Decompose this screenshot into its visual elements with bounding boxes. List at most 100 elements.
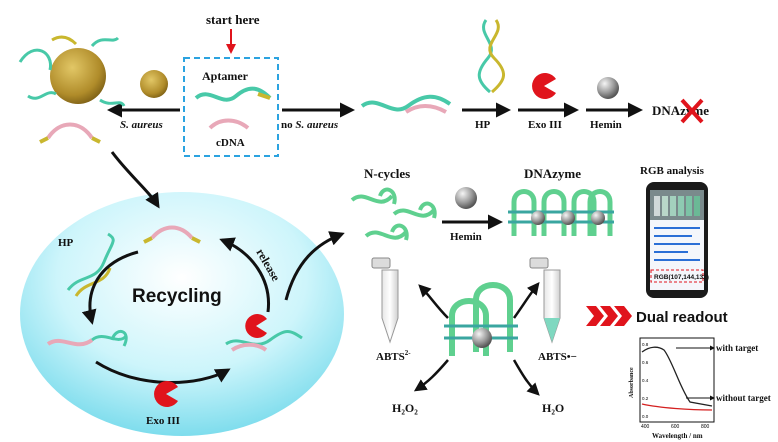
- released-cdna-ends: [39, 136, 101, 144]
- released-cdna: [46, 122, 94, 140]
- spectrum-y-tick: 0.6: [642, 360, 649, 365]
- exo-cycle-label: Exo III: [146, 415, 180, 427]
- g-quadruplex-hemin: [472, 328, 492, 348]
- cycle-duplex-b: [91, 334, 128, 342]
- exo-top-label: Exo III: [528, 119, 562, 131]
- hp-top-label: HP: [475, 119, 491, 131]
- dual-readout-arrows: [586, 306, 632, 326]
- spectrum-y-tick: 0.0: [642, 414, 649, 419]
- n-cycles-label: N-cycles: [364, 166, 410, 181]
- cycle-cdna: [150, 225, 194, 240]
- duplex-aptamer: [360, 94, 452, 112]
- exo-pacman-cycle: [154, 381, 178, 407]
- abts2-base: ABTS: [376, 351, 405, 363]
- abts2-label: ABTS2-: [376, 349, 411, 363]
- ncycle-strand-1: [350, 194, 394, 204]
- bound-aptamer-4: [99, 98, 126, 107]
- start-here-label: start here: [206, 12, 260, 27]
- spectrum-ylabel: Absorbance: [629, 367, 635, 398]
- phone-ui-lines: [654, 227, 700, 261]
- spectrum-frame: [639, 337, 715, 423]
- dnazyme-mid-label: DNAzyme: [524, 166, 581, 181]
- rxn-arrow-lr: [512, 359, 540, 396]
- recycling-bowl: [20, 192, 344, 436]
- hemin-ball-mid: [455, 187, 477, 209]
- spectrum-x-tick: 800: [701, 424, 710, 430]
- hp-cycle-label: HP: [58, 237, 74, 249]
- cycle-duplex-right-cdna: [230, 342, 268, 352]
- aptamer-end: [257, 92, 271, 100]
- spectrum-xlabel: Wavelength / nm: [652, 432, 703, 440]
- bacterium-small: [140, 70, 168, 98]
- dnazyme-hemin-2: [561, 211, 575, 225]
- abts-radical-label: ABTS•−: [538, 351, 577, 363]
- hemin-top-label: Hemin: [590, 119, 622, 131]
- rgb-analysis-label: RGB analysis: [640, 165, 705, 177]
- exo-pacman-top: [532, 73, 556, 99]
- no-prefix: no: [281, 119, 295, 131]
- cycle-duplex-loop: [110, 330, 128, 347]
- ncycle-loop-2: [418, 201, 437, 219]
- hp-strand-b: [488, 19, 505, 94]
- bound-aptamer-2: [27, 91, 57, 100]
- cycle-arrow-right: [219, 237, 270, 313]
- no-species: S. aureus: [295, 119, 338, 131]
- cycle-cdna-ends: [143, 236, 201, 244]
- absorbance-spectrum: with target without target Absorbance Wa…: [629, 337, 771, 440]
- spectrum-x-ticks: 400 600 800: [641, 424, 710, 430]
- phone-tubes: [654, 196, 700, 216]
- spectrum-x-tick: 600: [671, 424, 680, 430]
- duplex-cdna: [404, 104, 447, 114]
- rgb-value-box: [650, 269, 704, 283]
- rxn-arrow-ur: [512, 282, 540, 319]
- with-target-label: with target: [716, 343, 758, 353]
- to-recycling-arrow: [110, 151, 160, 209]
- spectrum-x-tick: 400: [641, 424, 650, 430]
- dnazyme-hemin-1: [531, 211, 545, 225]
- aptamer-strand: [194, 86, 272, 102]
- exo-pacman-cycle-bound: [245, 314, 267, 338]
- cross-icon: [680, 98, 704, 124]
- cycle-duplex-a: [46, 338, 94, 347]
- h2o2-label: H₂O₂: [392, 401, 418, 415]
- dnazyme-hemin-3: [591, 211, 605, 225]
- cycle-arrow-left: [81, 250, 139, 325]
- hp-strand-a: [477, 19, 493, 94]
- cycle-duplex-right: [225, 330, 303, 346]
- h2o-label: H₂O: [542, 401, 564, 415]
- hemin-ball-top: [597, 77, 619, 99]
- abts2-sup: 2-: [405, 349, 412, 357]
- dnazyme-top-label: DNAzyme: [652, 103, 709, 118]
- recycling-label: Recycling: [132, 286, 222, 307]
- without-target-label: without target: [716, 393, 771, 403]
- hemin-mid-label: Hemin: [450, 231, 482, 243]
- s-aureus-label: S. aureus: [120, 119, 163, 131]
- cdna-label: cDNA: [216, 137, 245, 149]
- spectrum-series-without-target: [641, 403, 713, 411]
- ncycle-strand-2: [392, 208, 436, 218]
- cdna-strand: [208, 118, 250, 130]
- bound-aptamer-3: [90, 36, 120, 48]
- spectrum-series-with-target: [641, 346, 713, 407]
- spectrum-y-tick: 0.8: [642, 342, 649, 347]
- bound-aptamer-1: [18, 48, 52, 71]
- ncycle-loop-1: [378, 187, 397, 205]
- rgb-value-label: RGB(107,144,132): [654, 274, 709, 281]
- tube-abts-green: [529, 257, 561, 344]
- tube-abts-colorless: [371, 257, 399, 344]
- spectrum-y-tick: 0.2: [642, 396, 649, 401]
- spectrum-y-ticks: 0.8 0.6 0.4 0.2 0.0: [642, 342, 649, 419]
- aptamer-box: [183, 57, 279, 157]
- dual-readout-label: Dual readout: [636, 309, 728, 326]
- bacterium-bound: [50, 48, 106, 104]
- spectrum-y-tick: 0.4: [642, 378, 649, 383]
- aptamer-label: Aptamer: [202, 69, 249, 83]
- rxn-arrow-ll: [413, 359, 449, 392]
- no-s-aureus-label: no S. aureus: [281, 119, 338, 131]
- cycle-hp-a: [66, 232, 115, 291]
- rxn-arrow-ul: [418, 284, 449, 319]
- ncycle-loop-3: [390, 223, 409, 241]
- bound-aptamer-5: [51, 35, 78, 46]
- n-cycles-arrow: [284, 231, 345, 301]
